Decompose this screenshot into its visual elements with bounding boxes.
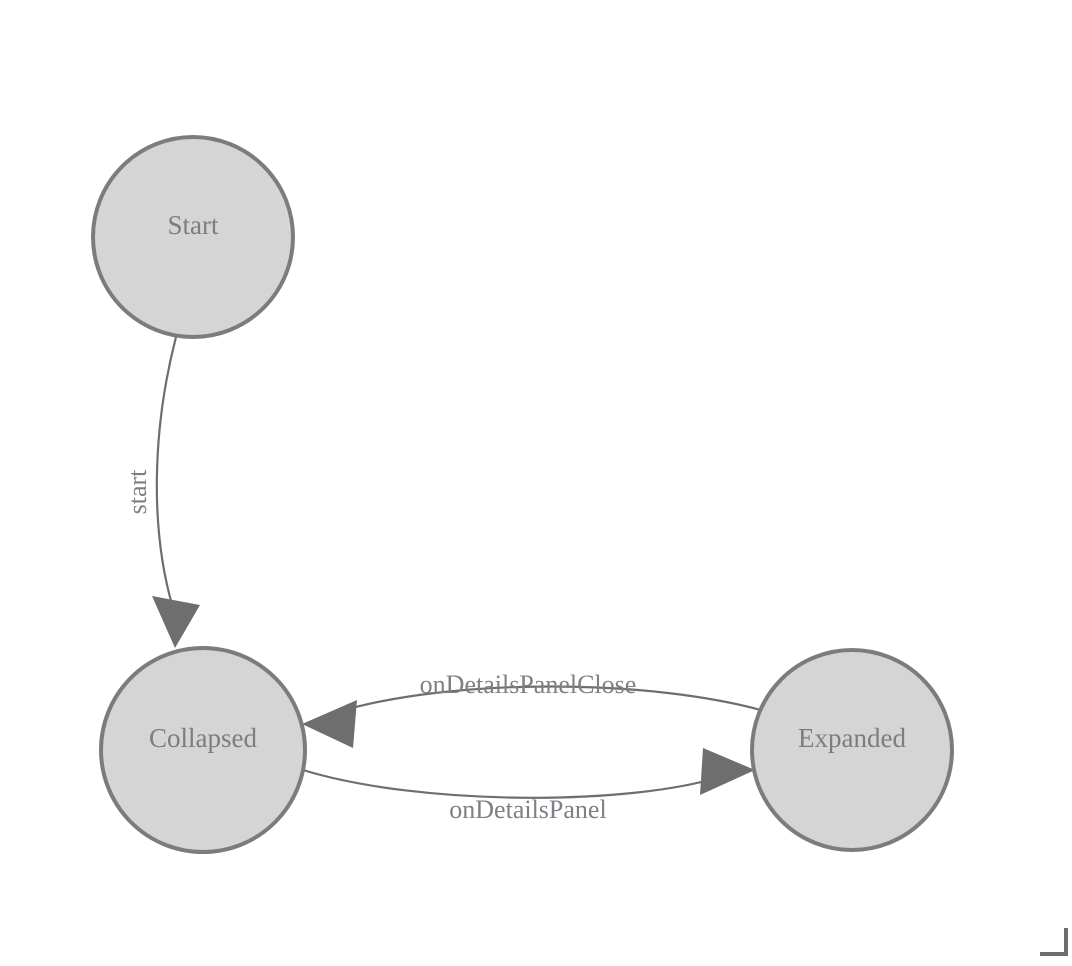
edge-start-to-collapsed[interactable] <box>152 336 200 648</box>
edge-collapsed-to-expanded-path <box>302 768 724 799</box>
edge-expanded-to-collapsed-path <box>337 685 769 714</box>
node-collapsed-circle <box>99 646 307 854</box>
edge-collapsed-to-expanded[interactable] <box>302 748 755 799</box>
edge-label-on-details-panel-close: onDetailsPanelClose <box>420 670 637 699</box>
edge-start-to-collapsed-path <box>155 336 178 609</box>
node-start[interactable]: Start <box>91 135 295 339</box>
edge-label-on-details-panel: onDetailsPanel <box>449 795 606 824</box>
edge-collapsed-to-expanded-arrowhead <box>700 748 755 795</box>
node-collapsed-label: Collapsed <box>149 723 257 753</box>
node-start-label: Start <box>168 210 219 240</box>
edge-expanded-to-collapsed[interactable] <box>302 685 769 749</box>
edge-start-to-collapsed-arrowhead <box>152 596 200 648</box>
node-expanded-circle <box>750 648 954 852</box>
node-expanded-label: Expanded <box>798 723 906 753</box>
edge-expanded-to-collapsed-arrowhead <box>302 700 357 748</box>
node-collapsed[interactable]: Collapsed <box>99 646 307 854</box>
resize-handle-icon[interactable] <box>1040 928 1068 956</box>
edge-label-start: start <box>123 469 152 515</box>
node-start-circle <box>91 135 295 339</box>
node-expanded[interactable]: Expanded <box>750 648 954 852</box>
